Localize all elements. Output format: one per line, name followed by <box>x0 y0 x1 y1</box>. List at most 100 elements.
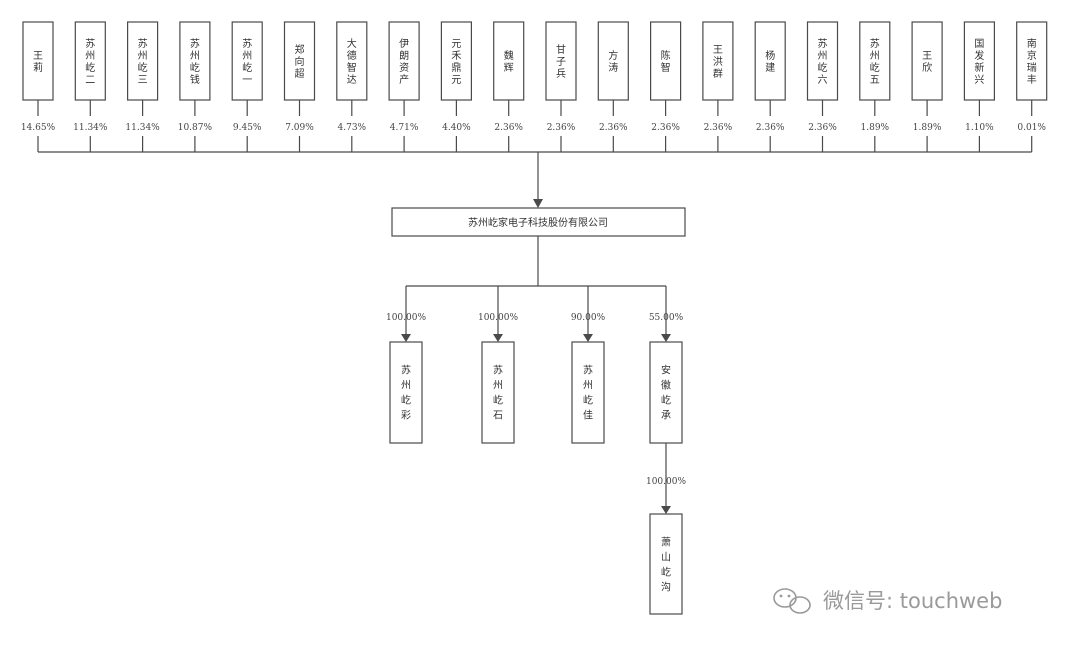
shareholder-name: 苏州屹三 <box>138 37 148 86</box>
shareholder-node: 甘子兵 2.36% <box>545 21 577 152</box>
shareholder-node: 苏州屹一 9.45% <box>231 21 263 152</box>
company-box <box>391 207 686 237</box>
shareholder-box <box>126 21 159 101</box>
shareholder-pct: 2.36% <box>599 123 628 133</box>
subsidiary-name: 苏州屹彩 <box>401 364 411 422</box>
subsidiary-node: 55.00% 安徽屹承 <box>649 286 684 444</box>
arrow-icon <box>583 334 593 342</box>
company-name: 苏州屹家电子科技股份有限公司 <box>468 216 608 229</box>
watermark-text: 微信号: touchweb <box>823 589 1002 613</box>
shareholder-node: 苏州屹五 1.89% <box>859 21 891 152</box>
shareholder-box <box>911 21 943 101</box>
subsidiary-box <box>481 341 515 444</box>
arrow-icon <box>661 506 671 514</box>
shareholder-node: 伊朗资产 4.71% <box>388 21 420 152</box>
shareholder-pct: 9.45% <box>233 123 262 133</box>
shareholder-pct: 11.34% <box>73 123 108 133</box>
shareholder-box <box>649 21 682 101</box>
grandchild-box <box>649 513 683 615</box>
shareholder-name: 大德智达 <box>347 37 357 86</box>
shareholder-box <box>493 21 525 101</box>
shareholder-name: 伊朗资产 <box>399 38 409 86</box>
shareholder-name: 杨建 <box>765 49 775 74</box>
subsidiary-node: 100.00%苏州屹石 <box>478 286 518 444</box>
shareholder-node: 苏州屹三 11.34% <box>125 21 160 152</box>
shareholder-name: 陈智 <box>661 49 671 74</box>
shareholder-box <box>283 21 316 101</box>
wechat-icon <box>773 588 811 614</box>
shareholder-pct: 1.89% <box>913 123 942 133</box>
shareholder-box <box>597 21 629 101</box>
shareholder-name: 苏州屹五 <box>870 37 880 86</box>
shareholder-pct: 14.65% <box>21 123 56 133</box>
shareholder-box <box>1016 21 1048 101</box>
subsidiary-group: 100.00%苏州屹彩 100.00%苏州屹石 90.00% 苏州屹佳 55.00% 安徽… <box>386 285 684 444</box>
subsidiary-box <box>389 341 423 444</box>
shareholder-pct: 2.36% <box>651 123 680 133</box>
shareholder-pct: 2.36% <box>547 123 576 133</box>
arrow-icon <box>401 334 411 342</box>
shareholder-pct: 4.71% <box>390 123 419 133</box>
shareholder-node: 王欣 1.89% <box>911 21 943 152</box>
shareholder-name: 王欣 <box>922 51 932 74</box>
shareholder-name: 魏辉 <box>504 49 514 74</box>
shareholder-pct: 10.87% <box>178 123 213 133</box>
shareholder-pct: 2.36% <box>704 123 733 133</box>
shareholder-name: 苏州屹钱 <box>190 37 200 86</box>
shareholder-node: 苏州屹钱 10.87% <box>178 21 213 152</box>
shareholder-pct: 2.36% <box>756 123 785 133</box>
shareholder-name: 甘子兵 <box>556 43 566 80</box>
shareholder-node: 杨建 2.36% <box>754 21 786 152</box>
subsidiary-name: 苏州屹佳 <box>583 364 593 422</box>
shareholder-pct: 2.36% <box>808 123 837 133</box>
grandchild-pct: 100.00% <box>646 477 686 487</box>
grandchild-name: 萧山屹沟 <box>661 537 671 594</box>
shareholder-name: 苏州屹一 <box>242 37 252 86</box>
subsidiary-pct: 90.00% <box>571 313 606 323</box>
shareholder-name: 王莉 <box>33 51 43 74</box>
shareholder-name: 郑向超 <box>295 43 305 80</box>
shareholder-group: 王莉14.65%苏州屹二11.34%苏州屹三11.34%苏州屹钱10.87%苏州… <box>21 21 1048 153</box>
subsidiary-name: 安徽屹承 <box>661 364 671 422</box>
shareholder-name: 国发新兴 <box>974 38 984 86</box>
shareholder-pct: 1.89% <box>861 123 890 133</box>
subsidiary-node: 90.00% 苏州屹佳 <box>571 286 606 444</box>
shareholder-pct: 11.34% <box>125 123 160 133</box>
shareholder-node: 方涛 2.36% <box>597 21 629 152</box>
shareholder-box <box>754 21 786 101</box>
shareholder-pct: 4.40% <box>442 123 471 133</box>
subsidiary-pct: 55.00% <box>649 313 684 323</box>
shareholder-node: 王莉 14.65% <box>21 21 56 152</box>
shareholder-pct: 0.01% <box>1017 123 1046 133</box>
subsidiary-node: 100.00%苏州屹彩 <box>386 286 426 444</box>
arrow-icon <box>661 334 671 342</box>
arrow-icon <box>533 199 543 208</box>
shareholder-box <box>336 21 368 101</box>
shareholder-name: 方涛 <box>608 49 618 74</box>
shareholder-pct: 4.73% <box>338 123 367 133</box>
shareholder-box <box>702 21 734 101</box>
subsidiary-box <box>649 341 683 444</box>
shareholder-name: 苏州屹二 <box>85 37 95 86</box>
shareholder-box <box>388 21 420 101</box>
shareholder-pct: 2.36% <box>494 123 523 133</box>
shareholder-node: 苏州屹二 11.34% <box>73 21 108 152</box>
shareholder-node: 苏州屹六 2.36% <box>806 21 839 152</box>
shareholder-box <box>231 21 263 101</box>
shareholder-node: 陈智 2.36% <box>649 21 682 152</box>
watermark: 微信号: touchweb <box>773 588 1002 614</box>
shareholder-box <box>859 21 891 101</box>
shareholder-node: 魏辉 2.36% <box>493 21 525 152</box>
subsidiary-box <box>571 341 605 444</box>
shareholder-box <box>545 21 577 101</box>
shareholder-name: 苏州屹六 <box>818 37 828 86</box>
shareholder-name: 元禾鼎元 <box>451 39 461 86</box>
arrow-icon <box>493 334 503 342</box>
shareholder-box <box>74 21 106 101</box>
shareholder-node: 大德智达 4.73% <box>336 21 368 152</box>
